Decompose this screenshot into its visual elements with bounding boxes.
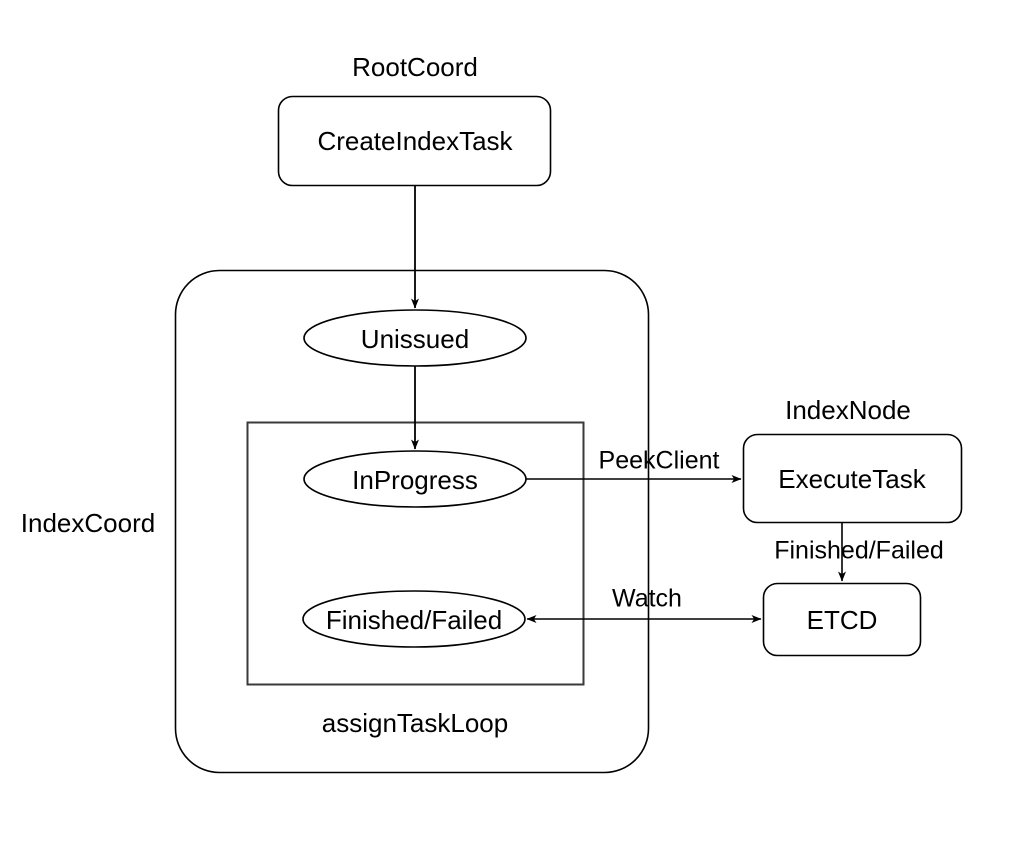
index-coord-container	[174, 269, 650, 774]
create-index-task-label: CreateIndexTask	[317, 126, 513, 156]
finished-failed-ellipse[interactable]	[302, 590, 526, 648]
in-progress-label: InProgress	[352, 465, 478, 495]
root-coord-label: RootCoord	[352, 52, 478, 82]
create-index-task-box[interactable]	[277, 95, 552, 187]
finished-failed-state-label: Finished/Failed	[325, 605, 503, 635]
index-coord-label: IndexCoord	[20, 508, 156, 538]
etcd-label: ETCD	[806, 605, 878, 635]
execute-task-label: ExecuteTask	[778, 464, 926, 494]
etcd-box[interactable]	[762, 582, 922, 657]
watch-edge-label: Watch	[612, 584, 682, 613]
assign-task-loop-label: assignTaskLoop	[321, 708, 509, 738]
unissued-label: Unissued	[360, 324, 470, 354]
execute-task-box[interactable]	[742, 433, 963, 524]
index-node-label: IndexNode	[785, 395, 911, 425]
finished-failed-edge-label: Finished/Failed	[774, 536, 944, 565]
peek-client-edge-label: PeekClient	[598, 446, 720, 475]
